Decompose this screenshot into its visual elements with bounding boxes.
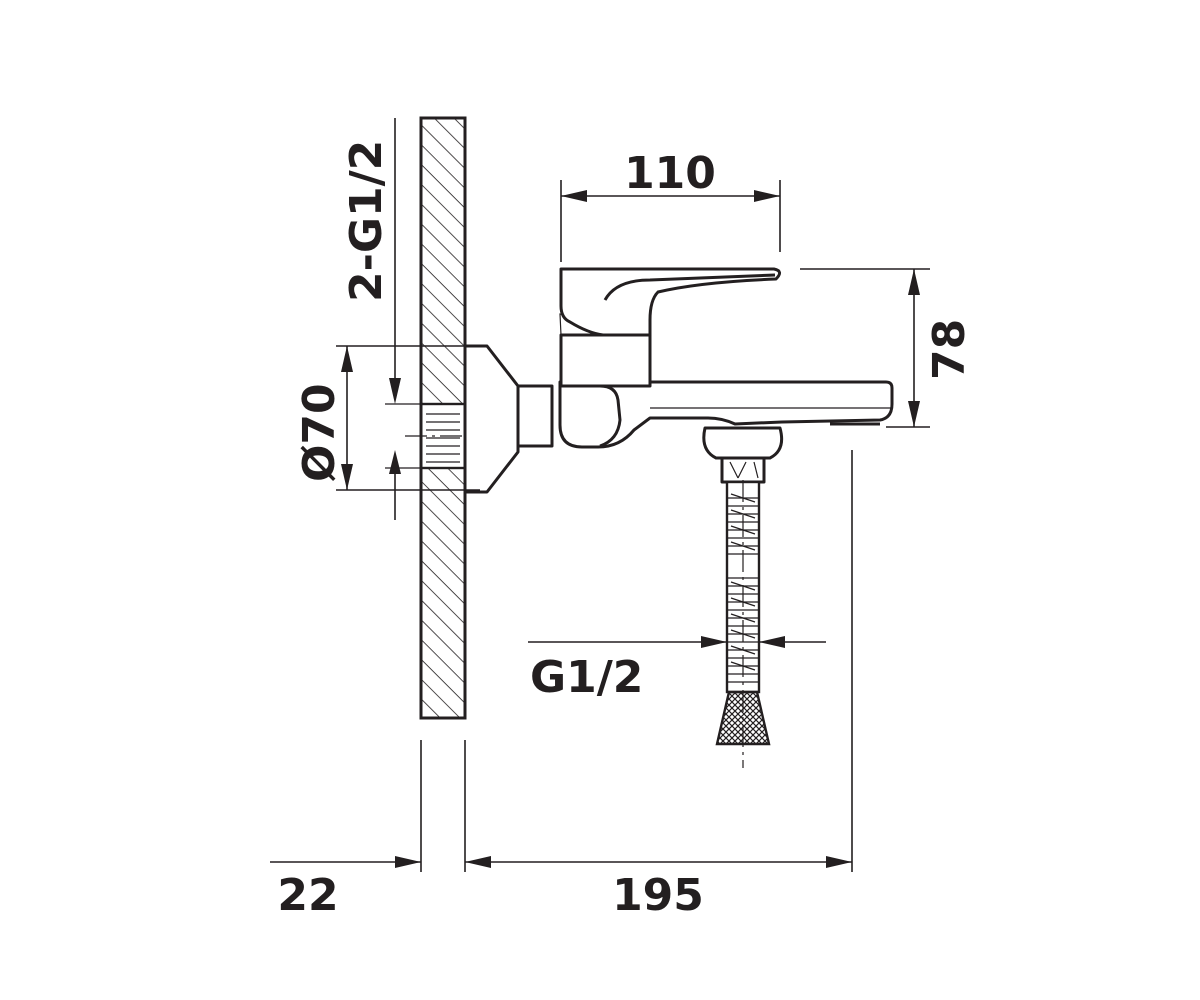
dim-height xyxy=(800,268,930,428)
dim-inlet-thread xyxy=(385,118,421,520)
lever-handle xyxy=(559,267,781,337)
dim-spout-length-label: 110 xyxy=(624,148,716,199)
connector-nut xyxy=(516,384,554,448)
dim-wall-offset xyxy=(270,740,852,872)
cover-flange xyxy=(463,344,520,494)
dim-height-label: 78 xyxy=(924,319,975,380)
dim-flange-diameter xyxy=(336,345,480,491)
dim-projection xyxy=(826,450,853,872)
mixer-body xyxy=(558,313,894,449)
dim-hose-thread xyxy=(528,636,826,648)
dim-wall-offset-label: 22 xyxy=(277,870,338,921)
dim-flange-diameter-label: Ø70 xyxy=(294,383,345,482)
dim-projection-label: 195 xyxy=(612,870,704,921)
dim-hose-thread-label: G1/2 xyxy=(530,652,643,703)
dim-inlet-thread-label: 2-G1/2 xyxy=(341,140,392,302)
dim-spout-length xyxy=(560,180,781,262)
shower-hose xyxy=(715,480,771,768)
hose-outlet xyxy=(702,426,784,484)
